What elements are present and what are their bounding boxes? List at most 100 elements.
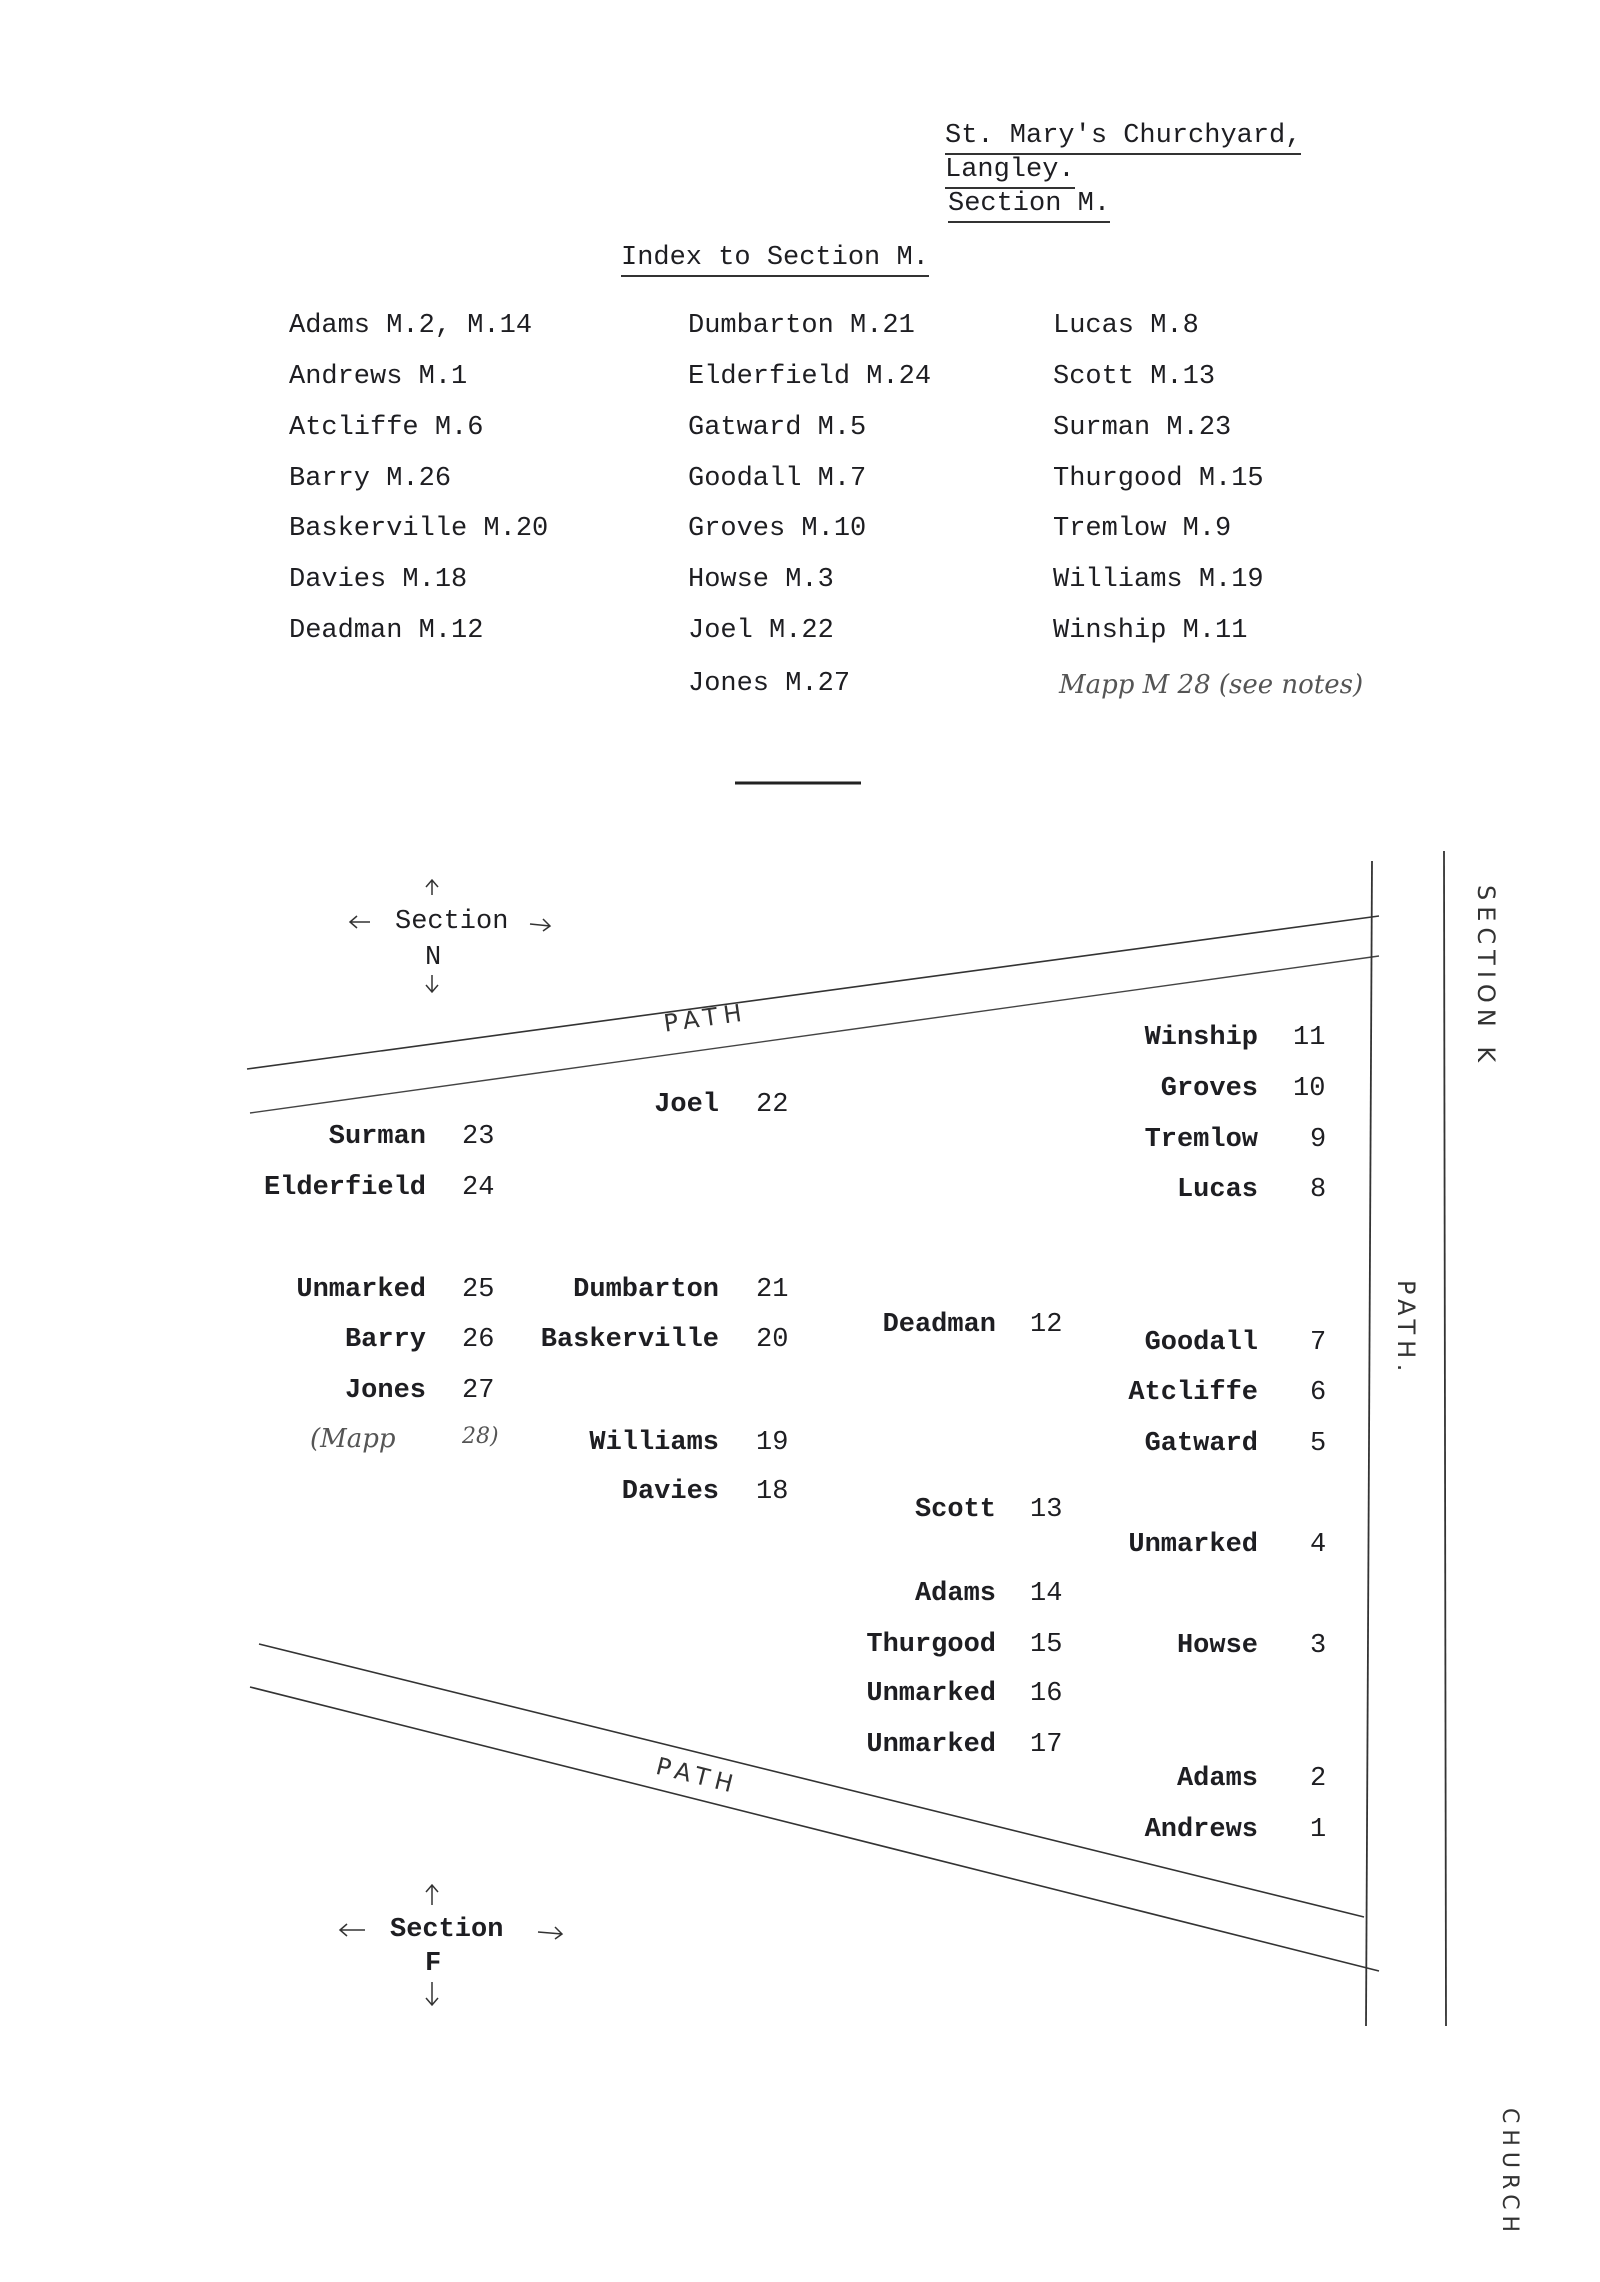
path-bottom-lower [249, 1686, 1380, 1972]
plot-name: Jones [344, 1376, 426, 1406]
index-entry: Groves M.10 [688, 514, 867, 544]
index-entry: Jones M.27 [688, 669, 851, 699]
handwritten-note: Mapp M 28 (see notes) [1059, 670, 1364, 700]
plot-number: 26 [462, 1325, 495, 1355]
arrow-right-icon [529, 918, 552, 932]
header-line-2: Langley. [945, 154, 1075, 189]
index-entry: Andrews M.1 [289, 362, 468, 392]
plot-number: 4 [1310, 1530, 1327, 1560]
plot-name: Unmarked [296, 1275, 426, 1305]
index-entry: Lucas M.8 [1053, 311, 1199, 341]
plot-name: Unmarked [1128, 1530, 1258, 1560]
index-entry: Scott M.13 [1053, 362, 1216, 392]
plot-name: Scott [914, 1495, 996, 1525]
plot-name: Atcliffe [1128, 1378, 1258, 1408]
plot-name: Adams [914, 1579, 996, 1609]
plot-number: 11 [1293, 1023, 1326, 1053]
index-entry: Baskerville M.20 [289, 514, 549, 544]
index-entry: Winship M.11 [1053, 616, 1248, 646]
index-entry: Atcliffe M.6 [289, 413, 484, 443]
plot-number-handwritten: 28) [462, 1424, 499, 1449]
index-entry: Howse M.3 [688, 565, 834, 595]
header-line-1: St. Mary's Churchyard, [945, 120, 1302, 155]
plot-number: 1 [1310, 1815, 1327, 1845]
plot-number: 3 [1310, 1631, 1327, 1661]
plot-name: Unmarked [866, 1679, 996, 1709]
plot-name: Howse [1176, 1631, 1258, 1661]
path-vertical-left [1365, 860, 1373, 2027]
plot-number: 16 [1030, 1679, 1063, 1709]
index-entry: Barry M.26 [289, 464, 452, 494]
plot-name: Andrews [1144, 1815, 1258, 1845]
arrow-right-icon [537, 1926, 564, 1940]
arrow-up-icon [425, 878, 439, 895]
plot-name: Baskerville [540, 1325, 719, 1355]
plot-number: 2 [1310, 1764, 1327, 1794]
plot-number: 27 [462, 1376, 495, 1406]
plot-number: 12 [1030, 1310, 1063, 1340]
plot-name: Davies [621, 1477, 719, 1507]
plot-name: Deadman [882, 1310, 996, 1340]
index-entry: Joel M.22 [688, 616, 834, 646]
arrow-left-icon [338, 1923, 365, 1937]
index-entry: Elderfield M.24 [688, 362, 932, 392]
plot-number: 6 [1310, 1378, 1327, 1408]
index-entry: Gatward M.5 [688, 413, 867, 443]
index-entry: Tremlow M.9 [1053, 514, 1232, 544]
plot-name: Williams [589, 1428, 719, 1458]
path-vertical-right [1443, 850, 1447, 2027]
plot-number: 22 [756, 1090, 789, 1120]
plot-number: 8 [1310, 1175, 1327, 1205]
section-k-label: SECTION K [1472, 885, 1500, 1069]
index-title: Index to Section M. [621, 242, 929, 277]
plot-number: 5 [1310, 1429, 1327, 1459]
path-top-lower [249, 955, 1380, 1114]
plot-number: 10 [1293, 1074, 1326, 1104]
plot-name: Goodall [1144, 1328, 1258, 1358]
plot-number: 23 [462, 1122, 495, 1152]
path-bottom-upper [258, 1643, 1365, 1918]
plot-name: Joel [654, 1090, 719, 1120]
section-f-label: Section [390, 1915, 504, 1945]
plot-name-handwritten: (Mapp [310, 1424, 396, 1454]
section-n-label: Section [395, 907, 509, 937]
plot-number: 24 [462, 1173, 495, 1203]
header-line-3: Section M. [948, 188, 1111, 223]
arrow-down-icon [425, 1982, 439, 2007]
plot-name: Gatward [1144, 1429, 1258, 1459]
plot-number: 20 [756, 1325, 789, 1355]
index-entry: Surman M.23 [1053, 413, 1232, 443]
arrow-up-icon [425, 1883, 439, 1905]
index-entry: Thurgood M.15 [1053, 464, 1264, 494]
plot-number: 13 [1030, 1495, 1063, 1525]
plot-name: Elderfield [263, 1173, 426, 1203]
plot-number: 14 [1030, 1579, 1063, 1609]
plot-number: 9 [1310, 1125, 1327, 1155]
plot-name: Adams [1176, 1764, 1258, 1794]
index-entry: Davies M.18 [289, 565, 468, 595]
plot-name: Lucas [1176, 1175, 1258, 1205]
plot-name: Thurgood [866, 1630, 996, 1660]
plot-name: Barry [344, 1325, 426, 1355]
plot-name: Winship [1144, 1023, 1258, 1053]
index-entry: Adams M.2, M.14 [289, 311, 533, 341]
index-entry: Deadman M.12 [289, 616, 484, 646]
index-entry: Dumbarton M.21 [688, 311, 915, 341]
plot-number: 19 [756, 1428, 789, 1458]
plot-number: 15 [1030, 1630, 1063, 1660]
path-label-vertical: PATH. [1392, 1280, 1420, 1378]
index-entry: Goodall M.7 [688, 464, 867, 494]
plot-name: Tremlow [1144, 1125, 1258, 1155]
plot-number: 25 [462, 1275, 495, 1305]
plot-name: Surman [328, 1122, 426, 1152]
plot-name: Unmarked [866, 1730, 996, 1760]
plot-number: 7 [1310, 1328, 1327, 1358]
arrow-left-icon [348, 915, 370, 929]
plot-number: 17 [1030, 1730, 1063, 1760]
arrow-down-icon [425, 975, 439, 994]
plot-number: 21 [756, 1275, 789, 1305]
path-top-upper [246, 915, 1380, 1070]
church-label: CHURCH [1497, 2108, 1522, 2239]
section-f-letter: F [425, 1949, 442, 1979]
